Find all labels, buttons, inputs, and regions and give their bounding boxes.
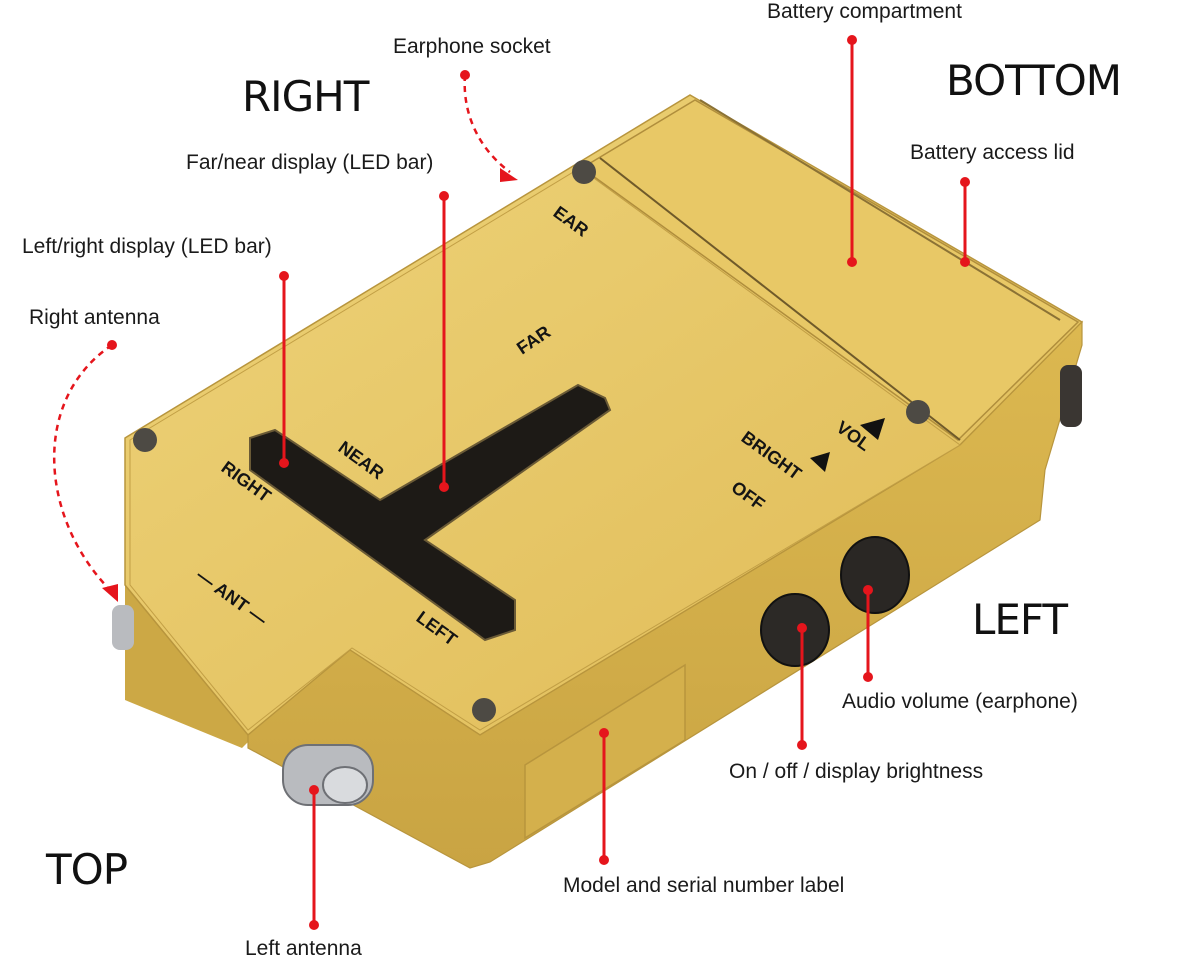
callout-right-antenna: Right antenna bbox=[29, 306, 160, 329]
callout-left-antenna: Left antenna bbox=[245, 937, 362, 960]
label-side-right: RIGHT bbox=[242, 72, 369, 121]
leader-dot bbox=[279, 458, 289, 468]
leader-dot bbox=[847, 35, 857, 45]
screw-icon bbox=[906, 400, 930, 424]
leader-dot bbox=[797, 623, 807, 633]
right-antenna-connector bbox=[112, 605, 134, 650]
leader-dot bbox=[107, 340, 117, 350]
earphone-dashed-arrow bbox=[463, 74, 511, 174]
callout-battery-access-lid: Battery access lid bbox=[910, 141, 1075, 164]
arrowhead-icon bbox=[102, 584, 118, 602]
callout-audio-volume: Audio volume (earphone) bbox=[842, 690, 1078, 713]
leader-dot bbox=[863, 585, 873, 595]
end-knob bbox=[1060, 365, 1082, 427]
lid-edge-seam bbox=[699, 99, 1061, 321]
brightness-knob bbox=[760, 593, 830, 667]
callout-model-serial-label: Model and serial number label bbox=[563, 874, 845, 897]
leader-dot bbox=[960, 257, 970, 267]
led-display bbox=[249, 383, 612, 642]
screw-icon bbox=[133, 428, 157, 452]
leader-dot bbox=[460, 70, 470, 80]
callout-on-off-brightness: On / off / display brightness bbox=[729, 760, 984, 783]
battery-lid bbox=[580, 99, 1080, 441]
leader-dot bbox=[863, 672, 873, 682]
leader-dot bbox=[847, 257, 857, 267]
leader-dot bbox=[439, 191, 449, 201]
label-side-left: LEFT bbox=[972, 595, 1068, 644]
volume-knob bbox=[840, 536, 910, 614]
leader-lines bbox=[279, 35, 970, 930]
screw-icon bbox=[572, 160, 596, 184]
vol-arrow-icon bbox=[860, 418, 885, 440]
left-antenna-hole bbox=[322, 766, 368, 804]
leader-dot bbox=[279, 271, 289, 281]
leader-dot bbox=[599, 728, 609, 738]
leader-dot bbox=[797, 740, 807, 750]
arrowhead-icon bbox=[500, 168, 518, 182]
callout-left-right-display: Left/right display (LED bar) bbox=[22, 235, 272, 258]
callout-earphone-socket: Earphone socket bbox=[393, 35, 551, 58]
callout-far-near-display: Far/near display (LED bar) bbox=[186, 151, 434, 174]
lid-seam bbox=[599, 157, 961, 441]
callout-battery-compartment: Battery compartment bbox=[767, 0, 962, 23]
label-side-top: TOP bbox=[46, 845, 128, 894]
leader-dot bbox=[309, 785, 319, 795]
dashed-arrows bbox=[53, 74, 511, 593]
leader-dot bbox=[599, 855, 609, 865]
screw-icon bbox=[472, 698, 496, 722]
right-antenna-dashed-arrow bbox=[53, 343, 113, 593]
leader-dot bbox=[960, 177, 970, 187]
bright-arrow-icon bbox=[810, 452, 830, 472]
label-side-bottom: BOTTOM bbox=[946, 56, 1122, 105]
leader-dot bbox=[309, 920, 319, 930]
leader-dot bbox=[439, 482, 449, 492]
device-front-face-lower bbox=[125, 585, 248, 748]
